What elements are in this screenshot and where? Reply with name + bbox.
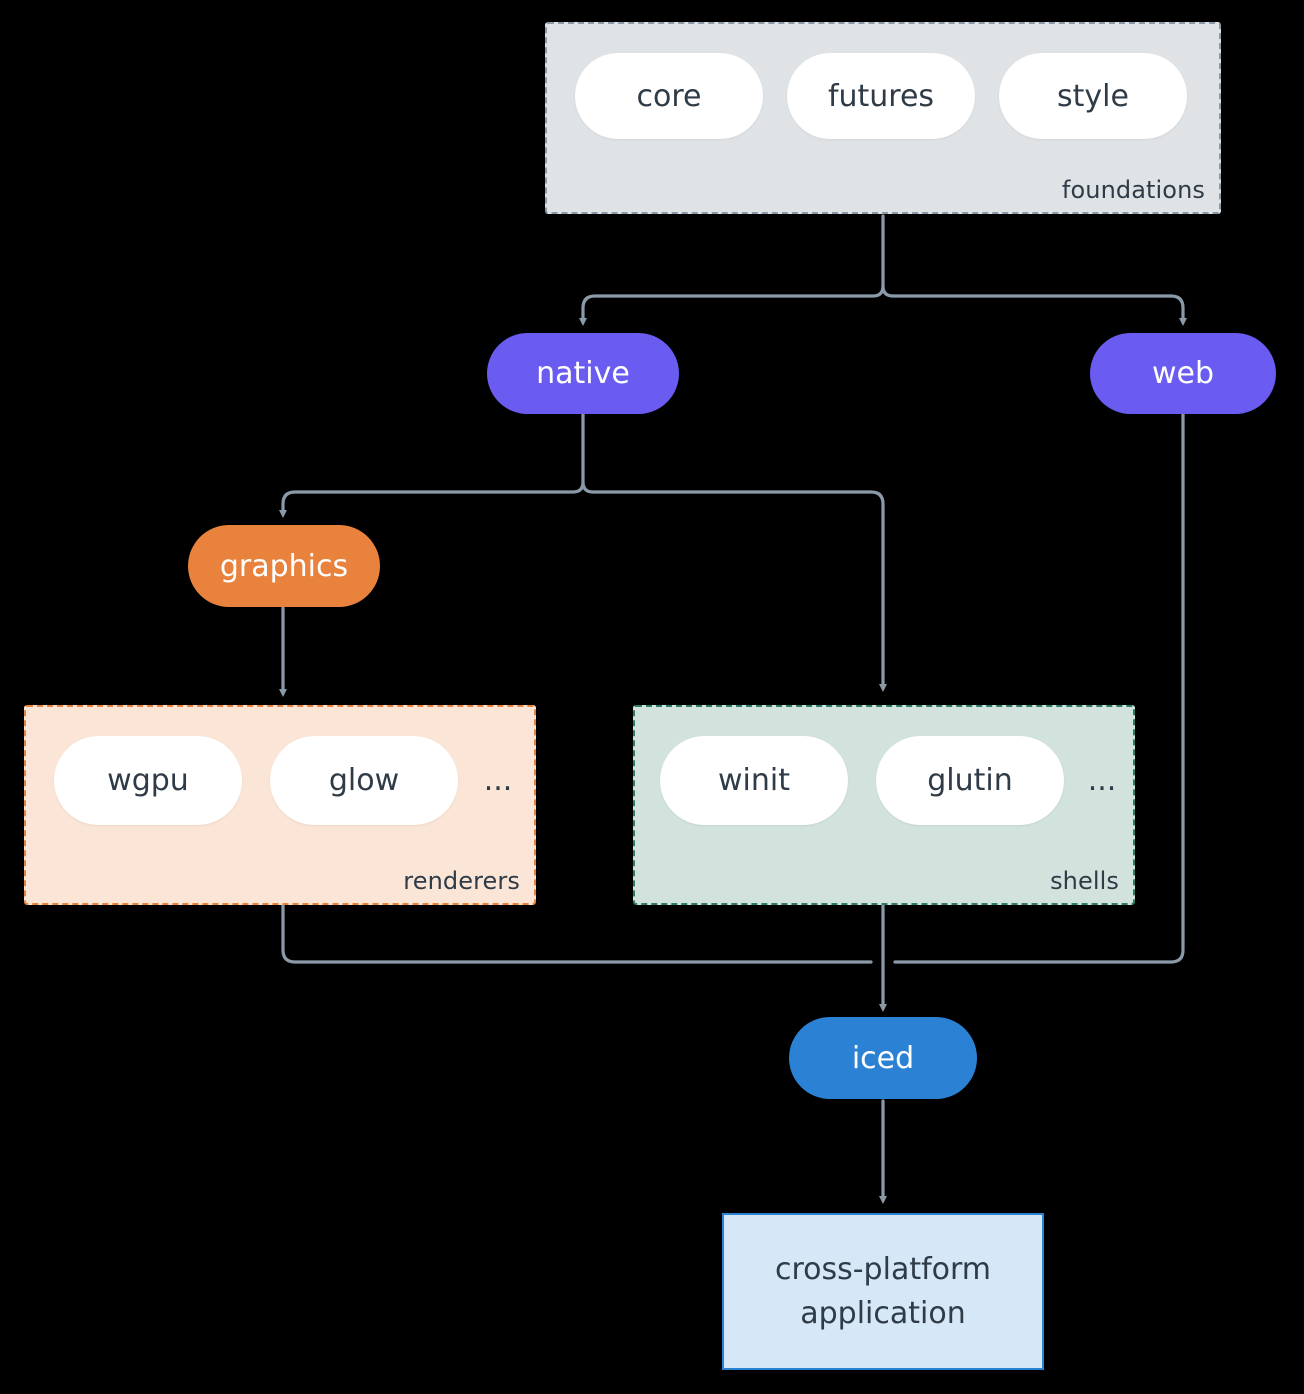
cluster-foundations-label: foundations xyxy=(1061,176,1205,204)
edge-foundations-to-native xyxy=(579,284,885,326)
node-graphics-label: graphics xyxy=(219,548,349,584)
renderers-overflow-ellipsis: ... xyxy=(483,763,513,798)
node-native[interactable]: native xyxy=(487,333,679,414)
foundations-member-style-label: style xyxy=(1057,78,1129,114)
cluster-foundations: core futures style foundations xyxy=(545,22,1221,214)
shells-member-winit[interactable]: winit xyxy=(660,736,848,825)
node-native-label: native xyxy=(536,356,630,391)
node-web-label: web xyxy=(1151,356,1215,391)
shells-member-glutin-label: glutin xyxy=(927,763,1013,798)
renderers-member-glow-label: glow xyxy=(328,763,400,798)
cluster-renderers-label: renderers xyxy=(403,867,520,895)
renderers-member-wgpu-label: wgpu xyxy=(107,763,189,798)
foundations-member-futures[interactable]: futures xyxy=(787,53,975,139)
edge-renderers-to-iced xyxy=(281,903,873,964)
node-iced-label: iced xyxy=(851,1040,915,1076)
node-cross-platform-application[interactable]: cross-platform application xyxy=(722,1213,1044,1370)
foundations-member-futures-label: futures xyxy=(827,78,935,114)
application-label-line1: cross-platform xyxy=(774,1252,992,1287)
cluster-shells-label: shells xyxy=(1050,867,1119,895)
shells-member-glutin[interactable]: glutin xyxy=(876,736,1064,825)
renderers-member-glow[interactable]: glow xyxy=(270,736,458,825)
shells-overflow-ellipsis: ... xyxy=(1087,763,1117,798)
foundations-member-core-label: core xyxy=(636,78,702,114)
edge-native-to-graphics xyxy=(279,480,585,518)
cluster-renderers: wgpu glow ... renderers xyxy=(24,705,536,905)
node-web[interactable]: web xyxy=(1090,333,1276,414)
foundations-member-style[interactable]: style xyxy=(999,53,1187,139)
cluster-shells: winit glutin ... shells xyxy=(633,705,1135,905)
foundations-member-core[interactable]: core xyxy=(575,53,763,139)
shells-member-winit-label: winit xyxy=(718,763,790,798)
application-label-line2: application xyxy=(800,1295,966,1331)
edge-foundations-to-web xyxy=(881,284,1187,326)
node-iced[interactable]: iced xyxy=(789,1017,977,1099)
node-graphics[interactable]: graphics xyxy=(188,525,380,607)
renderers-member-wgpu[interactable]: wgpu xyxy=(54,736,242,825)
edge-native-to-shells xyxy=(581,480,887,692)
